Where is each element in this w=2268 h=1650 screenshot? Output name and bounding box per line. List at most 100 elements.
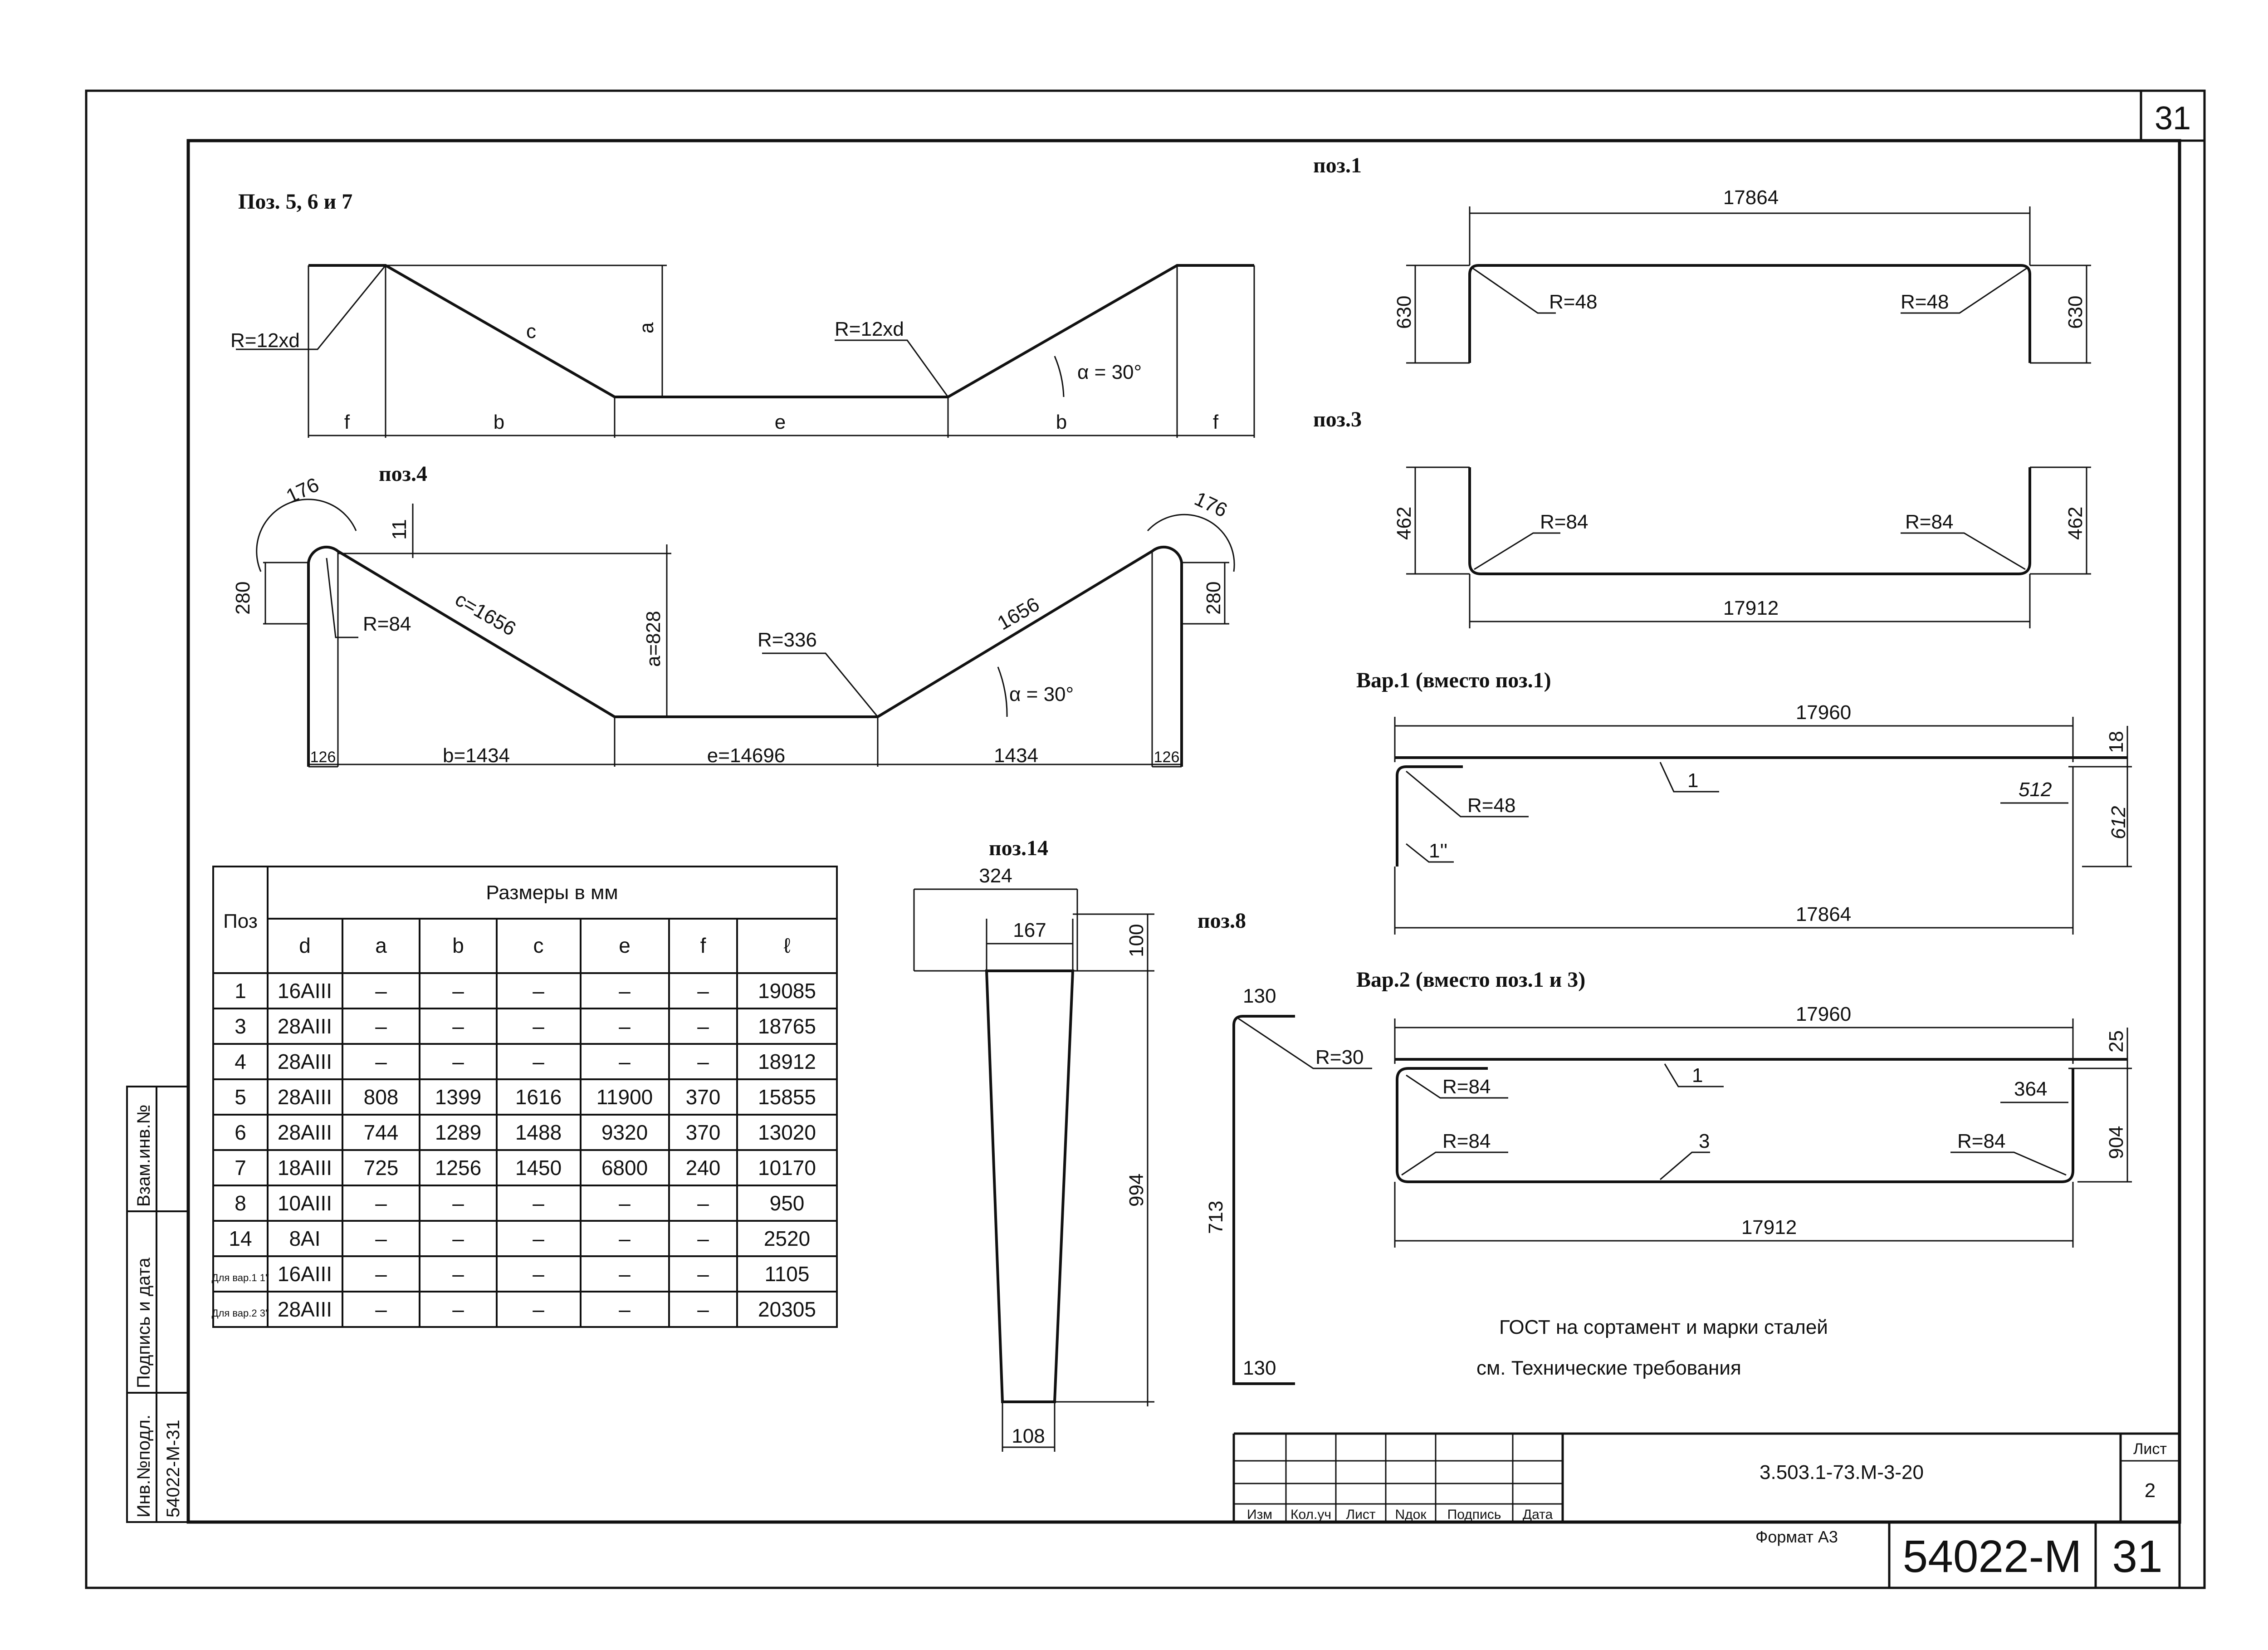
label-1656-right: 1656	[994, 593, 1043, 634]
label-612: 612	[2107, 806, 2130, 839]
table-cell: 370	[686, 1121, 721, 1144]
table-cell-pos: 5	[235, 1085, 246, 1109]
table-cell: –	[452, 1191, 464, 1215]
table-cell: –	[375, 1050, 387, 1073]
table-cell: –	[619, 1191, 631, 1215]
table-cell: 725	[364, 1156, 399, 1180]
table-cell: 240	[686, 1156, 721, 1180]
table-cell: –	[375, 1297, 387, 1321]
table-cell: 744	[364, 1121, 399, 1144]
sheet-number: 2	[2145, 1479, 2156, 1502]
label-r30: R=30	[1315, 1046, 1364, 1068]
table-cell-pos: Для вар.2 3''	[212, 1307, 269, 1319]
label-280-right: 280	[1202, 582, 1225, 615]
table-cell: 28AIII	[278, 1014, 332, 1038]
label-324: 324	[979, 865, 1012, 887]
table-cell: 18765	[758, 1014, 816, 1038]
label-1-var2: 1	[1692, 1064, 1703, 1087]
view-pos-4: поз.4 176 176 11 280 280 R=84 c=1656 a=8…	[232, 462, 1235, 768]
view-title-pos4: поз.4	[379, 462, 427, 486]
table-cell-pos: 4	[235, 1050, 246, 1073]
label-100: 100	[1125, 924, 1148, 957]
label-25: 25	[2105, 1030, 2127, 1053]
view-title-var1: Вар.1 (вместо поз.1)	[1356, 668, 1551, 692]
label-r84-a-var2: R=84	[1442, 1076, 1491, 1098]
bar-shape-pos567	[308, 264, 1254, 398]
dimensions-table	[212, 866, 838, 1328]
label-130-bottom: 130	[1243, 1357, 1276, 1379]
label-17912-var2: 17912	[1741, 1216, 1797, 1239]
label-126-left: 126	[310, 749, 336, 766]
label-462-left: 462	[1393, 507, 1415, 540]
table-cell-pos: 14	[229, 1227, 252, 1250]
label-280-left: 280	[232, 582, 254, 615]
label-r84-c-var2: R=84	[1957, 1130, 2005, 1152]
table-cell: –	[533, 1297, 544, 1321]
table-cell: –	[619, 1227, 631, 1250]
label-630-right: 630	[2064, 296, 2087, 329]
table-cell: –	[375, 1227, 387, 1250]
view-var-1: Вар.1 (вместо поз.1) 17960 18 1 512 R=48…	[1356, 668, 2132, 935]
table-cell: 13020	[758, 1121, 816, 1144]
table-cell: –	[619, 1050, 631, 1073]
label-1434-right: 1434	[994, 744, 1038, 767]
table-cell: 18AIII	[278, 1156, 332, 1180]
bar-shape-pos1	[1468, 264, 2031, 363]
inner-frame	[186, 139, 2181, 1524]
table-col-header: b	[452, 934, 464, 957]
table-cell: –	[375, 1191, 387, 1215]
label-1pp: 1''	[1429, 840, 1447, 862]
label-e14696: e=14696	[707, 744, 786, 767]
label-r12xd-left: R=12xd	[230, 329, 300, 352]
label-512: 512	[2019, 778, 2052, 801]
label-11: 11	[388, 519, 411, 540]
table-cell: 28AIII	[278, 1121, 332, 1144]
table-cell: –	[697, 1262, 709, 1286]
table-cell-pos: 3	[235, 1014, 246, 1038]
sheet-label: Лист	[2133, 1440, 2167, 1458]
table-cell: –	[697, 1191, 709, 1215]
table-cell: 10AIII	[278, 1191, 332, 1215]
table-cell: –	[619, 1014, 631, 1038]
table-cell: –	[533, 1050, 544, 1073]
label-18: 18	[2105, 731, 2127, 753]
bar-shape-pos8	[1232, 1015, 1295, 1385]
label-904: 904	[2105, 1126, 2127, 1159]
table-cell: –	[533, 1014, 544, 1038]
table-cell: 10170	[758, 1156, 816, 1180]
label-462-right: 462	[2064, 507, 2087, 540]
table-cell: –	[452, 1227, 464, 1250]
table-cell: –	[452, 1297, 464, 1321]
table-cell: –	[619, 979, 631, 1003]
stamp-col-label: Подпись	[1447, 1507, 1501, 1522]
label-1-var1: 1	[1687, 769, 1698, 792]
table-cell: 18912	[758, 1050, 816, 1073]
view-var-2: Вар.2 (вместо поз.1 и 3) 17960 25 R=84 1…	[1356, 968, 2132, 1248]
corner-box	[2140, 89, 2206, 142]
view-title-var2: Вар.2 (вместо поз.1 и 3)	[1356, 968, 1585, 992]
label-e: e	[775, 411, 786, 433]
table-cell: 950	[770, 1191, 805, 1215]
side-inv-label: Инв.№подл.	[134, 1415, 154, 1518]
label-364: 364	[2014, 1078, 2047, 1100]
table-cell: 9320	[601, 1121, 648, 1144]
table-cell: –	[697, 1014, 709, 1038]
album-page: 31	[2112, 1531, 2162, 1582]
side-vzam-label: Взам.инв.№	[134, 1104, 154, 1207]
table-col-header: c	[533, 934, 544, 957]
table-cell-pos: Для вар.1 1''	[212, 1272, 269, 1283]
stamp-col-label: Кол.уч	[1290, 1507, 1331, 1522]
note-line-1: ГОСТ на сортамент и марки сталей	[1499, 1316, 1828, 1338]
table-cell: –	[697, 1227, 709, 1250]
table-cell: 6800	[601, 1156, 648, 1180]
label-17960-var2: 17960	[1796, 1003, 1851, 1025]
table-cell: 8AI	[289, 1227, 320, 1250]
table-cell: 11900	[596, 1085, 653, 1109]
table-cell: 1450	[515, 1156, 562, 1180]
table-cell: 1488	[515, 1121, 562, 1144]
table-cell: 370	[686, 1085, 721, 1109]
table-cell: –	[697, 979, 709, 1003]
side-inv-value: 54022-М-31	[163, 1420, 183, 1518]
